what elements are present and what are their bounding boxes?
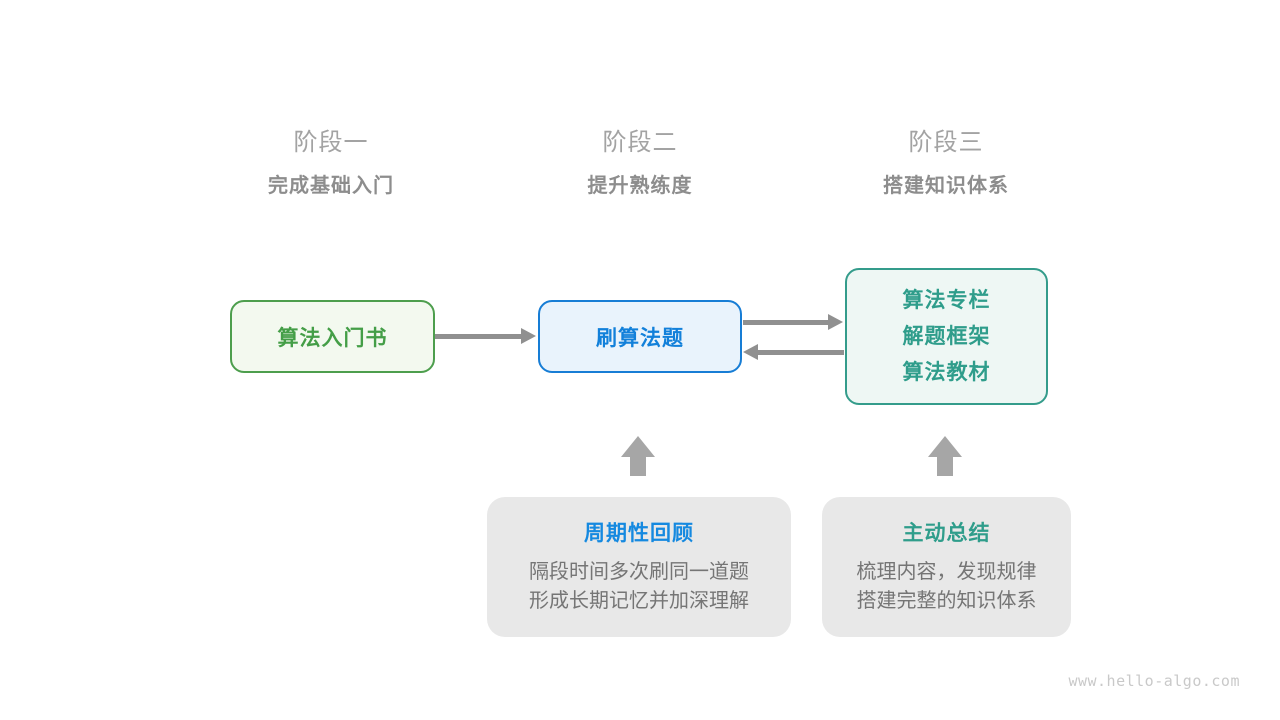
arrow-head	[621, 436, 655, 457]
node-intro-book-label: 算法入门书	[277, 326, 388, 350]
phase-2-header: 阶段二 提升熟练度	[520, 130, 760, 199]
note-body-line: 隔段时间多次刷同一道题	[529, 561, 749, 583]
arrow-head	[828, 314, 843, 330]
note-body-line: 形成长期记忆并加深理解	[529, 590, 749, 612]
node-practice-problems-label: 刷算法题	[596, 326, 684, 350]
phase-1-title: 阶段一	[293, 129, 369, 156]
arrow-stem	[937, 456, 953, 476]
node-intro-book: 算法入门书	[230, 300, 435, 373]
arrow-shaft	[435, 334, 522, 339]
node-resources-line-1: 算法专栏	[902, 288, 991, 312]
arrow-shaft	[743, 320, 829, 325]
phase-1-header: 阶段一 完成基础入门	[211, 130, 451, 199]
note-periodic-review-title: 周期性回顾	[584, 522, 694, 545]
arrow-head	[743, 344, 758, 360]
note-active-summary-body: 梳理内容，发现规律 搭建完整的知识体系	[822, 558, 1071, 616]
phase-3-subtitle: 搭建知识体系	[883, 175, 1009, 197]
phase-3-title: 阶段三	[908, 129, 984, 156]
arrow-shaft	[758, 350, 844, 355]
note-body-line: 搭建完整的知识体系	[856, 590, 1037, 612]
node-resources-line-2: 解题框架	[902, 324, 991, 348]
arrow-stem	[630, 456, 646, 476]
note-active-summary-title: 主动总结	[902, 522, 991, 545]
node-resources-line-3: 算法教材	[902, 360, 991, 384]
note-periodic-review-body: 隔段时间多次刷同一道题 形成长期记忆并加深理解	[487, 558, 791, 616]
note-body-line: 梳理内容，发现规律	[856, 561, 1037, 583]
arrow-head	[928, 436, 962, 457]
node-resources: 算法专栏 解题框架 算法教材	[845, 268, 1048, 405]
phase-2-title: 阶段二	[602, 129, 678, 156]
arrow-head	[521, 328, 536, 344]
note-active-summary: 主动总结 梳理内容，发现规律 搭建完整的知识体系	[822, 497, 1071, 637]
phase-2-subtitle: 提升熟练度	[587, 175, 693, 197]
note-periodic-review: 周期性回顾 隔段时间多次刷同一道题 形成长期记忆并加深理解	[487, 497, 791, 637]
phase-3-header: 阶段三 搭建知识体系	[826, 130, 1066, 199]
watermark: www.hello-algo.com	[1068, 672, 1240, 690]
node-practice-problems: 刷算法题	[538, 300, 742, 373]
phase-1-subtitle: 完成基础入门	[268, 175, 394, 197]
